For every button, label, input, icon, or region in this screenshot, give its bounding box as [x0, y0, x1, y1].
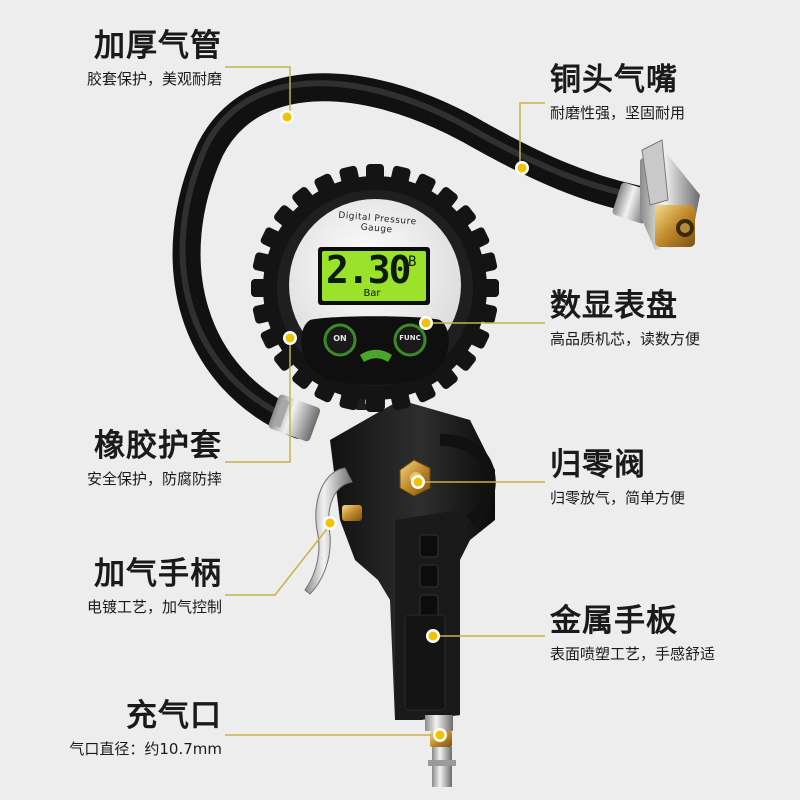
boot-tooth [390, 388, 411, 411]
callout-inlet-subtitle: 气口直径：约10.7mm [69, 740, 222, 758]
callout-line-inlet-dot-center [435, 730, 445, 740]
callout-line-rubber [225, 340, 291, 463]
callout-line-hose-dot-center [282, 112, 292, 122]
callout-display-title: 数显表盘 [550, 288, 678, 324]
nozzle-chuck [612, 139, 700, 250]
on-button-label: ON [333, 334, 347, 343]
lcd-side-char: B [408, 254, 417, 270]
callout-valve-title: 归零阀 [550, 447, 646, 483]
boot-tooth [479, 279, 499, 297]
callout-line-valve-dot-center [413, 477, 423, 487]
callout-trigger-title: 加气手柄 [94, 556, 222, 592]
lcd-reading: 2.30 [326, 248, 412, 292]
boot-tooth [366, 392, 384, 412]
boot-tooth [452, 347, 476, 371]
boot-tooth [292, 187, 316, 211]
callout-valve-subtitle: 归零放气，简单方便 [550, 489, 686, 507]
callout-line-trigger-dot-center [325, 518, 335, 528]
boot-tooth [314, 173, 337, 197]
callout-nozzle: 铜头气嘴 耐磨性强，坚固耐用 [550, 62, 685, 123]
callout-hose-subtitle: 胶套保护，美观耐磨 [86, 70, 222, 88]
boot-tooth [260, 326, 284, 349]
func-button [393, 323, 427, 357]
boot-tooth [390, 165, 411, 188]
callout-rubber: 橡胶护套 安全保护，防腐防摔 [87, 428, 222, 489]
boot-tooth [274, 347, 298, 371]
callout-line-rubber-dot-center [285, 333, 295, 343]
callout-hose: 加厚气管 胶套保护，美观耐磨 [87, 28, 222, 89]
boot-tooth [292, 365, 316, 389]
air-inlet-coupler [425, 715, 456, 787]
callout-trigger: 加气手柄 电镀工艺，加气控制 [87, 556, 222, 617]
callout-nozzle-title: 铜头气嘴 [550, 62, 678, 98]
callout-rubber-title: 橡胶护套 [94, 428, 222, 464]
boot-tooth [274, 205, 298, 229]
callout-hose-title: 加厚气管 [94, 28, 222, 64]
boot-tooth [314, 379, 337, 403]
boot-tooth [413, 173, 436, 197]
callout-inlet-title: 充气口 [126, 698, 222, 734]
callout-valve: 归零阀 归零放气，简单方便 [550, 447, 685, 508]
boot-tooth [434, 365, 458, 389]
callout-line-nozzle-dot-center [517, 163, 527, 173]
boot-tooth [251, 279, 271, 297]
boot-tooth [366, 164, 384, 184]
callout-line-display-dot-center [421, 318, 431, 328]
callout-rubber-subtitle: 安全保护，防腐防摔 [86, 470, 222, 488]
rubber-boot-teeth [251, 164, 499, 412]
lcd-unit: Bar [363, 288, 381, 299]
boot-tooth [339, 165, 360, 188]
callout-inlet: 充气口 气口直径：约10.7mm [69, 698, 222, 759]
callout-line-trigger [225, 524, 331, 596]
hose-ferrule [268, 394, 321, 442]
boot-tooth [475, 252, 498, 273]
callout-handle: 金属手板 表面喷塑工艺，手感舒适 [550, 603, 715, 664]
boot-tooth [452, 205, 476, 229]
callout-nozzle-subtitle: 耐磨性强，坚固耐用 [550, 104, 686, 122]
boot-tooth [434, 187, 458, 211]
callout-line-hose [225, 66, 291, 115]
callout-handle-title: 金属手板 [550, 603, 678, 639]
boot-tooth [252, 252, 275, 273]
boot-tooth [413, 379, 436, 403]
boot-tooth [260, 227, 284, 250]
boot-tooth [466, 326, 490, 349]
boot-tooth [466, 227, 490, 250]
callout-handle-subtitle: 表面喷塑工艺，手感舒适 [550, 645, 716, 663]
trigger-lever [304, 467, 362, 595]
func-button-label: FUNC [399, 334, 421, 342]
callout-line-nozzle [519, 102, 545, 165]
boot-tooth [339, 388, 360, 411]
callout-line-handle-dot-center [428, 631, 438, 641]
boot-tooth [252, 303, 275, 324]
callout-display-subtitle: 高品质机芯，读数方便 [550, 330, 701, 348]
callout-trigger-subtitle: 电镀工艺，加气控制 [86, 598, 222, 616]
boot-tooth [475, 303, 498, 324]
on-button [323, 323, 357, 357]
callout-display: 数显表盘 高品质机芯，读数方便 [550, 288, 700, 349]
